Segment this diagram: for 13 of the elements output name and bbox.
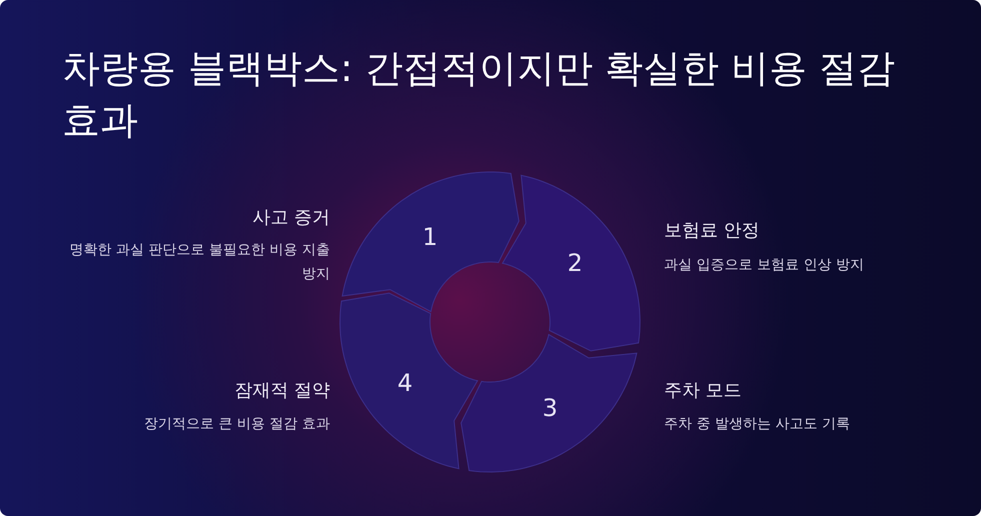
title: 차량용 블랙박스: 간접적이지만 확실한 비용 절감 효과 <box>62 45 896 144</box>
step-description: 주차 중 발생하는 사고도 기록 <box>664 415 851 434</box>
step-number: 1 <box>422 223 438 251</box>
step-heading: 주차 모드 <box>664 379 743 402</box>
step-number: 2 <box>567 249 583 277</box>
step-number: 4 <box>397 369 413 397</box>
step-heading: 보험료 안정 <box>664 219 761 242</box>
step-number: 3 <box>542 394 558 422</box>
step-description: 명확한 과실 판단으로 불필요한 비용 지출 방지 <box>68 241 330 284</box>
step-description: 장기적으로 큰 비용 절감 효과 <box>143 415 330 434</box>
step-description: 과실 입증으로 보험료 인상 방지 <box>664 256 865 275</box>
step-heading: 잠재적 절약 <box>233 379 330 402</box>
step-heading: 사고 증거 <box>251 206 330 229</box>
